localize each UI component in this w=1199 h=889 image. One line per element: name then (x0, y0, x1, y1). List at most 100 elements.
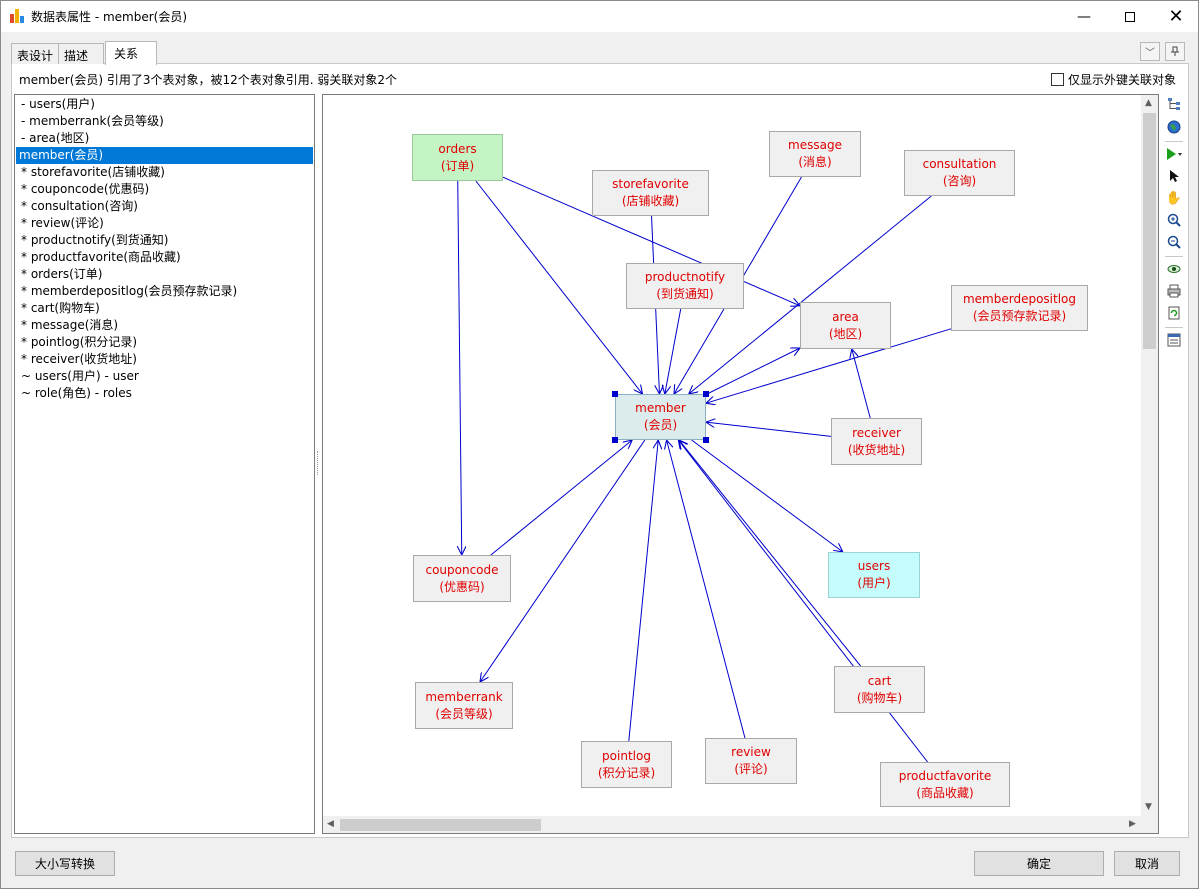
refresh-icon[interactable] (1164, 303, 1184, 323)
tree-item[interactable]: ~ users(用户) - user (21, 369, 139, 383)
node-productfavorite[interactable]: productfavorite (商品收藏) (880, 762, 1010, 807)
node-cn-name: (店铺收藏) (621, 194, 680, 208)
globe-icon[interactable] (1164, 117, 1184, 137)
selection-handle[interactable] (703, 391, 709, 397)
node-cn-name: (订单) (440, 158, 475, 173)
pin-icon[interactable] (1165, 42, 1185, 61)
tree-item[interactable]: * orders(订单) (21, 267, 103, 281)
case-convert-button[interactable]: 大小写转换 (15, 851, 115, 876)
selection-handle[interactable] (612, 391, 618, 397)
cancel-button[interactable]: 取消 (1114, 851, 1180, 876)
tree-item[interactable]: * productnotify(到货通知) (21, 233, 169, 247)
node-cn-name: (优惠码) (439, 579, 485, 594)
scroll-up-icon[interactable]: ▲ (1145, 98, 1152, 108)
node-memberdepositlog[interactable]: memberdepositlog (会员预存款记录) (951, 285, 1088, 331)
tree-item[interactable]: - area(地区) (21, 131, 90, 145)
hand-pan-icon[interactable]: ✋ (1165, 190, 1183, 206)
run-icon[interactable] (1164, 144, 1184, 164)
tree-item[interactable]: * review(评论) (21, 216, 104, 230)
tree-item[interactable]: * storefavorite(店铺收藏) (21, 165, 165, 179)
node-receiver[interactable]: receiver (收货地址) (831, 418, 922, 465)
node-consultation[interactable]: consultation (咨询) (904, 150, 1015, 196)
selection-handle[interactable] (612, 437, 618, 443)
node-review[interactable]: review (评论) (705, 738, 797, 784)
node-cn-name: (积分记录) (597, 765, 656, 780)
relation-diagram[interactable]: orders (订单) storefavorite (店铺收藏) message… (322, 94, 1159, 834)
tree-item[interactable]: * cart(购物车) (21, 301, 100, 315)
node-name: review (731, 745, 771, 759)
node-productnotify[interactable]: productnotify (到货通知) (626, 263, 744, 309)
node-name: receiver (852, 425, 901, 440)
zoom-out-icon[interactable] (1164, 232, 1184, 252)
vertical-scroll-thumb[interactable] (1143, 113, 1156, 349)
tree-item[interactable]: ~ role(角色) - roles (21, 386, 132, 400)
layout-tree-icon[interactable] (1164, 94, 1184, 114)
tree-item[interactable]: * message(消息) (21, 318, 119, 332)
edge-pointlog-to-member (628, 440, 658, 742)
selection-handle[interactable] (703, 437, 709, 443)
node-cn-name: (到货通知) (656, 287, 714, 301)
node-orders[interactable]: orders (订单) (412, 134, 503, 181)
tree-item[interactable]: * couponcode(优惠码) (21, 182, 150, 196)
node-name: message (788, 138, 842, 152)
tree-item[interactable]: * consultation(咨询) (21, 199, 138, 213)
tab-relations[interactable]: 关系 (105, 41, 157, 65)
panel-splitter[interactable] (317, 451, 319, 475)
ok-button[interactable]: 确定 (974, 851, 1104, 876)
tree-item[interactable]: * pointlog(积分记录) (21, 335, 138, 349)
node-name: consultation (922, 157, 997, 171)
edge-member-to-memberrank (480, 439, 646, 682)
node-cn-name: (会员) (643, 418, 678, 432)
tree-item[interactable]: - memberrank(会员等级) (21, 114, 164, 128)
node-member[interactable]: member (会员) (615, 394, 706, 440)
print-icon[interactable] (1164, 281, 1184, 301)
close-icon[interactable]: ✕ (1168, 6, 1184, 27)
tree-item[interactable]: * receiver(收货地址) (21, 352, 137, 366)
properties-icon[interactable] (1164, 330, 1184, 350)
node-name: orders (438, 141, 477, 156)
tab-table-design[interactable]: 表设计 (11, 43, 59, 64)
edge-orders-to-area (502, 176, 800, 306)
node-name: couponcode (425, 562, 499, 577)
checkbox-label: 仅显示外键关联对象 (1067, 73, 1176, 87)
checkbox-box[interactable] (1050, 73, 1064, 86)
chevron-down-icon[interactable]: ﹀ (1140, 42, 1160, 61)
zoom-in-icon[interactable] (1164, 210, 1184, 230)
edge-receiver-to-area (852, 349, 871, 419)
scroll-left-icon[interactable]: ◀ (327, 819, 334, 829)
tree-item[interactable]: - users(用户) (21, 97, 95, 111)
pointer-icon[interactable] (1164, 166, 1184, 186)
node-area[interactable]: area (地区) (800, 302, 891, 349)
diagram-horizontal-scrollbar[interactable]: ◀ ▶ (323, 816, 1143, 833)
node-message[interactable]: message (消息) (769, 131, 861, 177)
scroll-down-icon[interactable]: ▼ (1145, 802, 1152, 812)
node-storefavorite[interactable]: storefavorite (店铺收藏) (592, 170, 709, 216)
node-memberrank[interactable]: memberrank (会员等级) (415, 682, 513, 729)
maximize-icon[interactable] (1107, 1, 1153, 32)
node-name: memberdepositlog (962, 292, 1077, 306)
fk-only-checkbox[interactable]: 仅显示外键关联对象 (1050, 71, 1176, 88)
edge-review-to-member (667, 440, 746, 739)
node-pointlog[interactable]: pointlog (积分记录) (581, 741, 672, 788)
tab-description[interactable]: 描述 (58, 43, 104, 64)
tree-item[interactable]: * memberdepositlog(会员预存款记录) (21, 284, 238, 298)
node-cn-name: (商品收藏) (916, 785, 974, 800)
horizontal-scroll-thumb[interactable] (340, 819, 541, 831)
edge-cart-to-member (679, 440, 862, 667)
relation-tree[interactable]: - users(用户) - memberrank(会员等级) - area(地区… (14, 94, 315, 834)
node-cart[interactable]: cart (购物车) (834, 666, 925, 713)
window-title: 数据表属性 - member(会员) (31, 10, 188, 24)
minimize-icon[interactable]: — (1077, 8, 1091, 25)
scroll-right-icon[interactable]: ▶ (1129, 819, 1136, 829)
node-users[interactable]: users (用户) (828, 552, 920, 598)
node-name: users (857, 559, 891, 573)
node-couponcode[interactable]: couponcode (优惠码) (413, 555, 511, 602)
edge-productfavorite-to-member (678, 440, 928, 763)
tree-item[interactable]: * productfavorite(商品收藏) (21, 250, 181, 264)
tree-item-selected[interactable]: member(会员) (16, 147, 313, 164)
node-name: area (832, 309, 859, 324)
diagram-vertical-scrollbar[interactable]: ▲ ▼ (1141, 95, 1158, 817)
eye-icon[interactable] (1164, 259, 1184, 279)
title-bar: 数据表属性 - member(会员) — ✕ (1, 1, 1198, 32)
